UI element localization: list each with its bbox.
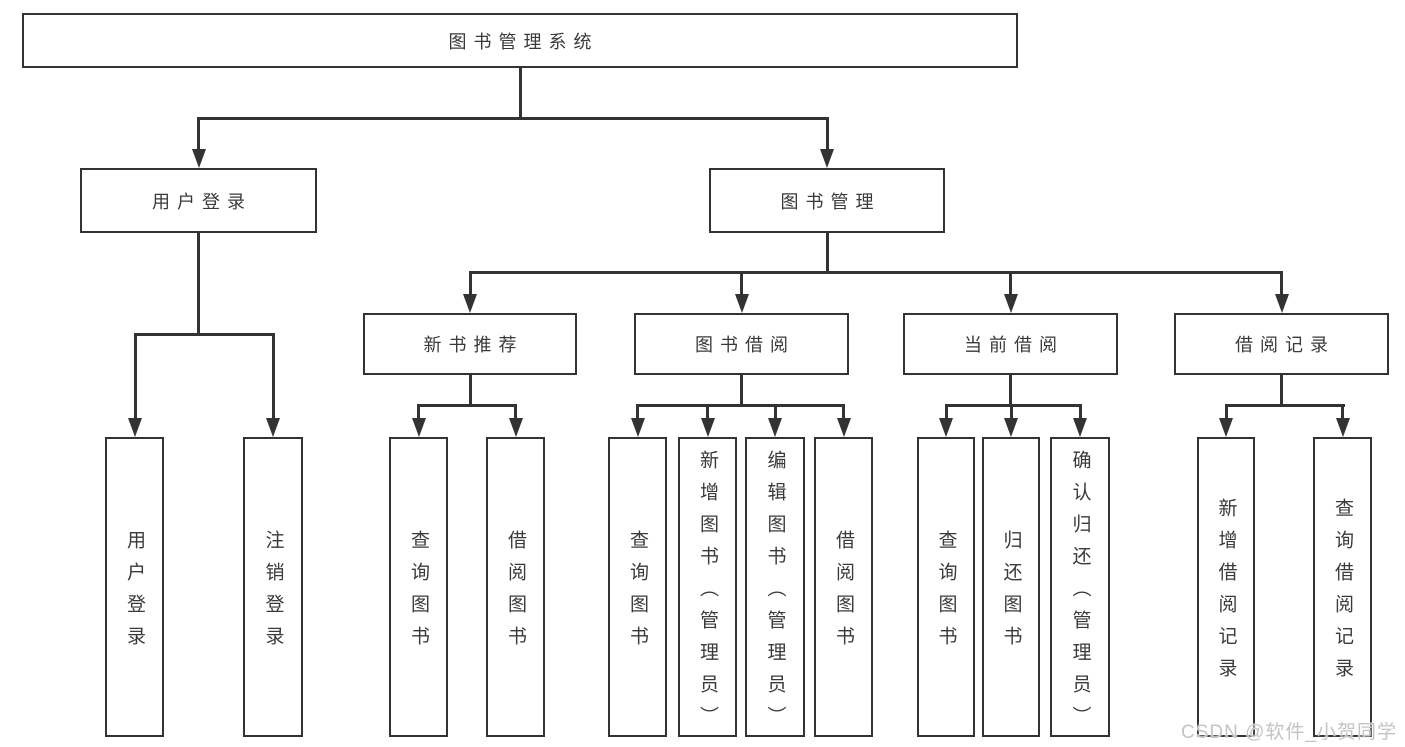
arrowhead-leaf xyxy=(836,418,851,437)
leaf-add-borrow-record-label: 新增借阅记录 xyxy=(1215,497,1237,690)
connector-stem xyxy=(1341,404,1344,420)
leaf-query-borrow-record-label: 查询借阅记录 xyxy=(1332,497,1353,690)
leaf-edit-book-admin: 编辑图书（管理员） xyxy=(745,437,805,738)
connector-login-horizontal xyxy=(133,333,275,336)
connector-newbook-horizontal xyxy=(417,404,517,407)
connector-records-horizontal xyxy=(1224,404,1345,407)
connector-stem xyxy=(271,333,275,420)
connector-stem xyxy=(514,404,517,420)
leaf-newbook-borrow-books: 借阅图书 xyxy=(486,437,545,737)
arrowhead-to-leaf-logout xyxy=(266,418,280,437)
connector-records-vertical xyxy=(1280,375,1283,406)
leaf-add-book-admin: 新增图书（管理员） xyxy=(678,437,737,738)
node-user-login-label: 用户登录 xyxy=(152,191,252,212)
arrowhead-leaf xyxy=(1335,418,1350,437)
leaf-current-query-books-label: 查询图书 xyxy=(935,529,957,658)
leaf-add-book-admin-label: 新增图书（管理员） xyxy=(697,449,718,738)
arrowhead-leaf xyxy=(700,418,715,437)
arrowhead-leaf xyxy=(1073,418,1087,437)
connector-mgmt-vertical xyxy=(825,233,829,273)
arrowhead-to-borrow-records xyxy=(1274,294,1289,313)
node-borrow-records-label: 借阅记录 xyxy=(1235,335,1335,355)
leaf-confirm-return-admin-label: 确认归还（管理员） xyxy=(1069,449,1091,738)
leaf-borrow-borrow-books: 借阅图书 xyxy=(814,437,873,737)
node-book-borrow-label: 图书借阅 xyxy=(695,335,795,355)
connector-stem xyxy=(1224,404,1228,420)
leaf-return-book-label: 归还图书 xyxy=(1000,529,1022,658)
connector-current-horizontal xyxy=(944,404,1082,407)
leaf-newbook-borrow-books-label: 借阅图书 xyxy=(505,529,526,658)
node-book-management-label: 图书管理 xyxy=(780,191,881,212)
leaf-logout: 注销登录 xyxy=(243,437,303,737)
connector-stem xyxy=(133,333,137,420)
connector-stem xyxy=(468,271,472,296)
connector-stem xyxy=(197,117,200,151)
connector-current-vertical xyxy=(1009,375,1012,406)
connector-login-vertical xyxy=(197,233,200,335)
connector-stem xyxy=(740,271,743,296)
arrowhead-to-book-borrow xyxy=(734,294,749,313)
arrowhead-leaf xyxy=(939,418,953,437)
connector-newbook-vertical xyxy=(468,375,472,406)
node-current-borrow-label: 当前借阅 xyxy=(964,335,1064,355)
node-book-management: 图书管理 xyxy=(709,168,945,233)
connector-bookborrow-horizontal xyxy=(636,404,845,407)
arrowhead-to-current-borrow xyxy=(1003,294,1018,313)
node-new-book-recommend-label: 新书推荐 xyxy=(423,335,524,355)
node-new-book-recommend: 新书推荐 xyxy=(363,313,577,375)
node-current-borrow: 当前借阅 xyxy=(903,313,1118,375)
csdn-watermark: CSDN @软件_小贺同学 xyxy=(1181,722,1397,743)
leaf-query-borrow-record: 查询借阅记录 xyxy=(1313,437,1372,737)
arrowhead-to-new-book xyxy=(463,294,477,313)
leaf-return-book: 归还图书 xyxy=(982,437,1040,737)
arrowhead-leaf xyxy=(630,418,645,437)
leaf-borrow-borrow-books-label: 借阅图书 xyxy=(833,529,854,658)
connector-stem xyxy=(1009,404,1013,420)
node-root-system-label: 图书管理系统 xyxy=(448,31,599,52)
leaf-newbook-query-books-label: 查询图书 xyxy=(408,529,429,658)
leaf-edit-book-admin-label: 编辑图书（管理员） xyxy=(764,449,786,738)
arrowhead-to-user-login xyxy=(191,149,206,168)
connector-stem xyxy=(1078,404,1082,420)
arrowhead-leaf xyxy=(768,418,782,437)
connector-mgmt-horizontal xyxy=(468,271,1283,274)
connector-stem xyxy=(944,404,948,420)
leaf-confirm-return-admin: 确认归还（管理员） xyxy=(1050,437,1110,738)
leaf-borrow-query-books-label: 查询图书 xyxy=(627,529,648,658)
arrowhead-to-leaf-user-login xyxy=(128,418,142,437)
connector-stem xyxy=(825,117,829,151)
connector-bookborrow-vertical xyxy=(740,375,743,406)
connector-stem xyxy=(417,404,420,420)
leaf-current-query-books: 查询图书 xyxy=(917,437,975,737)
leaf-user-login-label: 用户登录 xyxy=(124,529,145,658)
node-user-login: 用户登录 xyxy=(80,168,317,233)
connector-stem xyxy=(1280,271,1283,296)
connector-root-horizontal xyxy=(197,117,829,120)
arrowhead-leaf xyxy=(1004,418,1018,437)
node-borrow-records: 借阅记录 xyxy=(1174,313,1389,375)
connector-root-vertical xyxy=(518,68,522,119)
connector-stem xyxy=(1009,271,1012,296)
connector-stem xyxy=(636,404,639,420)
connector-stem xyxy=(773,404,777,420)
leaf-user-login: 用户登录 xyxy=(105,437,164,737)
leaf-borrow-query-books: 查询图书 xyxy=(608,437,667,737)
node-book-borrow: 图书借阅 xyxy=(634,313,849,375)
arrowhead-to-book-management xyxy=(820,149,834,168)
arrowhead-leaf xyxy=(1219,418,1233,437)
connector-stem xyxy=(842,404,845,420)
node-root-system: 图书管理系统 xyxy=(22,13,1018,68)
leaf-newbook-query-books: 查询图书 xyxy=(389,437,448,737)
leaf-logout-label: 注销登录 xyxy=(262,529,284,658)
arrowhead-leaf xyxy=(411,418,426,437)
leaf-add-borrow-record: 新增借阅记录 xyxy=(1197,437,1255,737)
connector-stem xyxy=(706,404,709,420)
arrowhead-leaf xyxy=(508,418,523,437)
